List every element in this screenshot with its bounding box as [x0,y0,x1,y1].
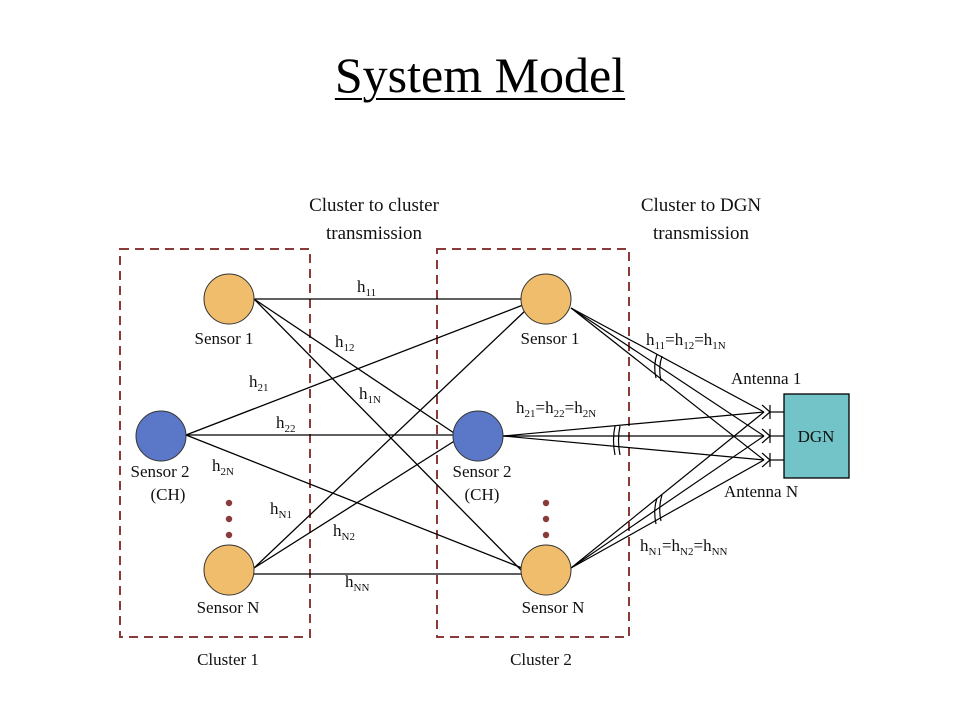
channel-h12: h12 [335,332,355,354]
c2-sensor-N [520,544,572,596]
header-c2c-line2: transmission [326,223,423,244]
dgn-link-1c [570,307,765,461]
c1-dot-3 [225,531,233,539]
dgn-link-2c [502,435,765,461]
c2-dot-2 [542,515,550,523]
marker-top-1 [654,353,658,379]
channel-hN2: hN2 [333,521,355,543]
c2-sensor-N-label: Sensor N [522,598,585,617]
channel-hNN: hNN [345,572,369,594]
c2-sensor-2 [452,410,504,462]
c1-dot-2 [225,515,233,523]
channel-h2N: h2N [212,456,234,478]
c1-dot-1 [225,499,233,507]
channel-h21: h21 [249,372,269,394]
c2-dot-3 [542,531,550,539]
c1-sensor-1 [203,273,255,325]
c1-sensor-N [203,544,255,596]
eq-label-bot: hN1=hN2=hNN [640,536,728,558]
antenna-1-label: Antenna 1 [731,369,801,388]
c2-ch-label: (CH) [465,485,500,504]
cluster-1-box [119,248,311,638]
equal-markers [612,353,663,525]
c2-sensor-1-label: Sensor 1 [520,329,579,348]
header-c2c-line1: Cluster to cluster [309,195,439,216]
dgn-link-2a [502,411,765,437]
cluster-2-box [436,248,630,638]
link-N-2 [253,439,457,569]
marker-mid-2 [617,425,621,456]
c1-sensor-1-label: Sensor 1 [194,329,253,348]
link-2-1 [185,304,524,436]
link-2-N [185,434,523,569]
marker-top-2 [659,355,663,382]
c1-sensor-N-label: Sensor N [197,598,260,617]
marker-bot-2 [659,494,663,522]
link-N-1 [253,309,527,569]
eq-label-top: h11=h12=h1N [646,330,726,352]
slide-title-text: System Model [334,47,626,103]
cluster-links [185,298,527,575]
header-c2dgn-line2: transmission [653,223,750,244]
antenna-1-icon [761,404,784,420]
c1-sensor-2-label: Sensor 2 [130,462,189,481]
channel-h22: h22 [276,413,296,435]
antenna-N-label: Antenna N [724,482,798,501]
antennas [761,404,784,468]
dgn-box [783,393,850,479]
c2-sensor-2-label: Sensor 2 [452,462,511,481]
channel-h11: h11 [357,277,376,299]
antenna-2-icon [761,428,784,444]
cluster-2-label: Cluster 2 [510,650,572,669]
c2-sensor-1 [520,273,572,325]
dgn-links [502,307,765,569]
channel-hN1: hN1 [270,499,292,521]
slide-title: System Model [0,46,960,104]
dgn-link-Nb [570,435,765,569]
cluster-1-label: Cluster 1 [197,650,259,669]
dgn-link-Nc [570,459,765,569]
c1-ch-label: (CH) [151,485,186,504]
antenna-N-icon [761,452,784,468]
c2-dot-1 [542,499,550,507]
marker-bot-1 [654,497,658,525]
eq-label-mid: h21=h22=h2N [516,398,596,420]
dgn-link-1a [570,307,765,413]
dgn-label: DGN [798,427,835,446]
header-c2dgn-line1: Cluster to DGN [641,195,762,216]
marker-mid-1 [612,425,616,456]
dgn-link-Na [570,411,765,569]
channel-h1N: h1N [359,384,381,406]
ellipsis-dots [225,499,550,539]
c1-sensor-2 [135,410,187,462]
